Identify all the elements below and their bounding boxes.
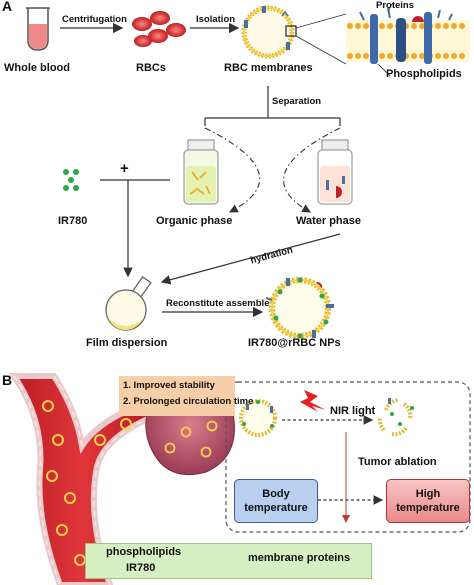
water-phase-label: Water phase xyxy=(296,215,362,227)
nanoparticle-icon xyxy=(265,277,334,339)
nir-light-label: NIR light xyxy=(330,405,376,417)
rbc-membranes-label: RBC membranes xyxy=(224,62,313,74)
legend-box: phospholipids IR780 membrane proteins xyxy=(85,543,372,579)
isolation-label: Isolation xyxy=(196,14,236,25)
nps-label: IR780@rRBC NPs xyxy=(248,337,341,349)
plus-sign: + xyxy=(120,160,129,177)
phospholipids-label: Phospholipids xyxy=(386,68,462,80)
organic-phase-vial-icon xyxy=(183,139,219,205)
high-temperature-box: High temperature xyxy=(386,479,470,523)
separation-arc-organic xyxy=(204,127,261,213)
tumor-ablation-label: Tumor ablation xyxy=(358,456,437,468)
membrane-bilayer-zoom-icon xyxy=(346,7,470,64)
proteins-label: Proteins xyxy=(376,0,415,11)
benefit-2: 2. Prolonged circulation time xyxy=(123,396,254,407)
panel-a-letter: A xyxy=(2,0,13,14)
ir780-dots-icon xyxy=(63,169,79,191)
body-temperature-box: Body temperature xyxy=(234,479,318,523)
separation-label: Separation xyxy=(272,96,322,107)
ir780-label: IR780 xyxy=(58,215,88,227)
centrifugation-label: Centrifugation xyxy=(62,14,127,25)
lightning-icon xyxy=(300,390,326,412)
rbcs-label: RBCs xyxy=(136,62,166,74)
blood-vessel-icon xyxy=(8,373,183,585)
benefits-box: 1. Improved stability 2. Prolonged circu… xyxy=(119,376,254,416)
water-phase-vial-icon xyxy=(317,139,353,205)
film-dispersion-label: Film dispersion xyxy=(86,337,168,349)
mechanism-dashed-box xyxy=(225,381,471,533)
np-small-icon xyxy=(239,399,277,437)
rbc-cluster-icon xyxy=(132,11,186,47)
hydration-arrow xyxy=(160,233,341,285)
legend-ir780-text: IR780 xyxy=(126,562,156,574)
benefit-1: 1. Improved stability xyxy=(123,380,215,391)
np-disassembled-icon xyxy=(377,398,414,437)
reconstitute-label: Reconstitute assemble xyxy=(166,298,270,309)
round-flask-icon xyxy=(105,276,152,331)
whole-blood-label: Whole blood xyxy=(4,62,70,74)
test-tube-icon xyxy=(26,7,50,51)
legend-phospholipids-text: phospholipids xyxy=(106,546,182,558)
legend-proteins-text: membrane proteins xyxy=(248,552,351,564)
separation-arc-water xyxy=(283,127,341,213)
rbc-membrane-vesicle-icon xyxy=(241,5,297,59)
organic-phase-label: Organic phase xyxy=(156,215,233,227)
panel-b-letter: B xyxy=(2,372,13,388)
